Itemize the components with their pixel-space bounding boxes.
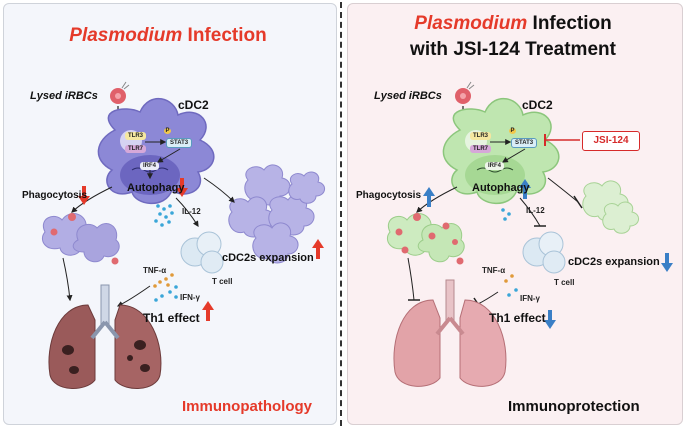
expanded-cdc2-cells-icon [582,180,639,234]
right-stat3-label: STAT3 [511,138,538,148]
phagocyte-cells-icon [386,213,465,265]
blue-down-arrow-icon [661,253,673,272]
right-lysed-label: Lysed iRBCs [374,90,442,102]
right-phospho-label: P [509,128,516,134]
cytokine-dots-il12 [154,204,174,227]
right-il12-label: IL-12 [526,206,545,215]
red-up-arrow-icon [312,239,324,259]
irbc-icon [455,81,475,104]
irbc-icon [110,81,130,104]
left-tnf-label: TNF-α [143,266,167,275]
healthy-lungs-icon [393,279,507,387]
right-autophagy-label: Autophagy [472,182,530,194]
dna-icon [131,167,169,173]
right-irf4-label: IRF4 [485,162,505,170]
right-tlr3-label: TLR3 [470,132,491,140]
right-phagocytosis-label: Phagocytosis [356,190,422,201]
cytokine-dots-ifn [154,285,178,302]
right-ifn-label: IFN-γ [520,294,540,303]
t-cell-icon [180,231,224,274]
left-stat3-label: STAT3 [166,138,193,148]
left-tcell-label: T cell [212,277,233,286]
nucleus-icon [465,155,525,195]
right-footer: Immunoprotection [508,398,640,415]
cytokine-dots-tnf [153,273,174,288]
t-cell-icon [522,231,566,274]
right-title: Plasmodium Infection [413,13,613,35]
cytokine-dots-tnf [504,274,514,283]
left-title: Plasmodium Infection [68,25,268,47]
right-drug-label: JSI-124 [582,131,640,151]
left-title-italic: Plasmodium [69,25,183,46]
right-tcell-label: T cell [554,278,575,287]
blue-down-arrow-icon [544,310,556,329]
panel-divider [340,2,342,426]
right-tnf-label: TNF-α [482,266,506,275]
left-footer: Immunopathology [182,398,312,415]
left-cell-label: cDC2 [178,98,209,112]
left-autophagy-label: Autophagy [127,182,185,194]
left-tlr3-label: TLR3 [125,132,146,140]
right-th1-label: Th1 effect [489,311,546,325]
left-il12-label: IL-12 [182,207,201,216]
right-tlr7-label: TLR7 [470,145,491,153]
cytokine-dots-ifn [507,288,518,297]
left-th1-label: Th1 effect [143,311,200,325]
right-title-italic: Plasmodium [414,13,528,34]
left-expansion-label: cDC2s expansion [222,252,314,264]
red-down-arrow-icon [78,186,90,205]
blue-up-arrow-icon [519,179,531,199]
right-title-line2: with JSI-124 Treatment [410,39,616,60]
left-phagocytosis-label: Phagocytosis [22,190,88,201]
right-cell-label: cDC2 [522,98,553,112]
right-title-rest: Infection [527,13,612,34]
left-irf4-label: IRF4 [140,162,160,170]
left-ifn-label: IFN-γ [180,293,200,302]
red-down-arrow-icon [176,178,188,197]
left-tlr7-label: TLR7 [125,145,146,153]
left-phospho-label: P [164,128,171,134]
phagocyte-cells-icon [41,213,120,265]
red-up-arrow-icon [202,301,214,321]
cytokine-dots-il12 [501,208,511,221]
right-expansion-label: cDC2s expansion [568,256,660,268]
left-title-rest: Infection [182,25,267,46]
blue-up-arrow-icon [423,187,435,207]
left-lysed-label: Lysed iRBCs [30,90,98,102]
expanded-cdc2-cells-icon [228,164,325,264]
diseased-lungs-icon [48,284,162,389]
